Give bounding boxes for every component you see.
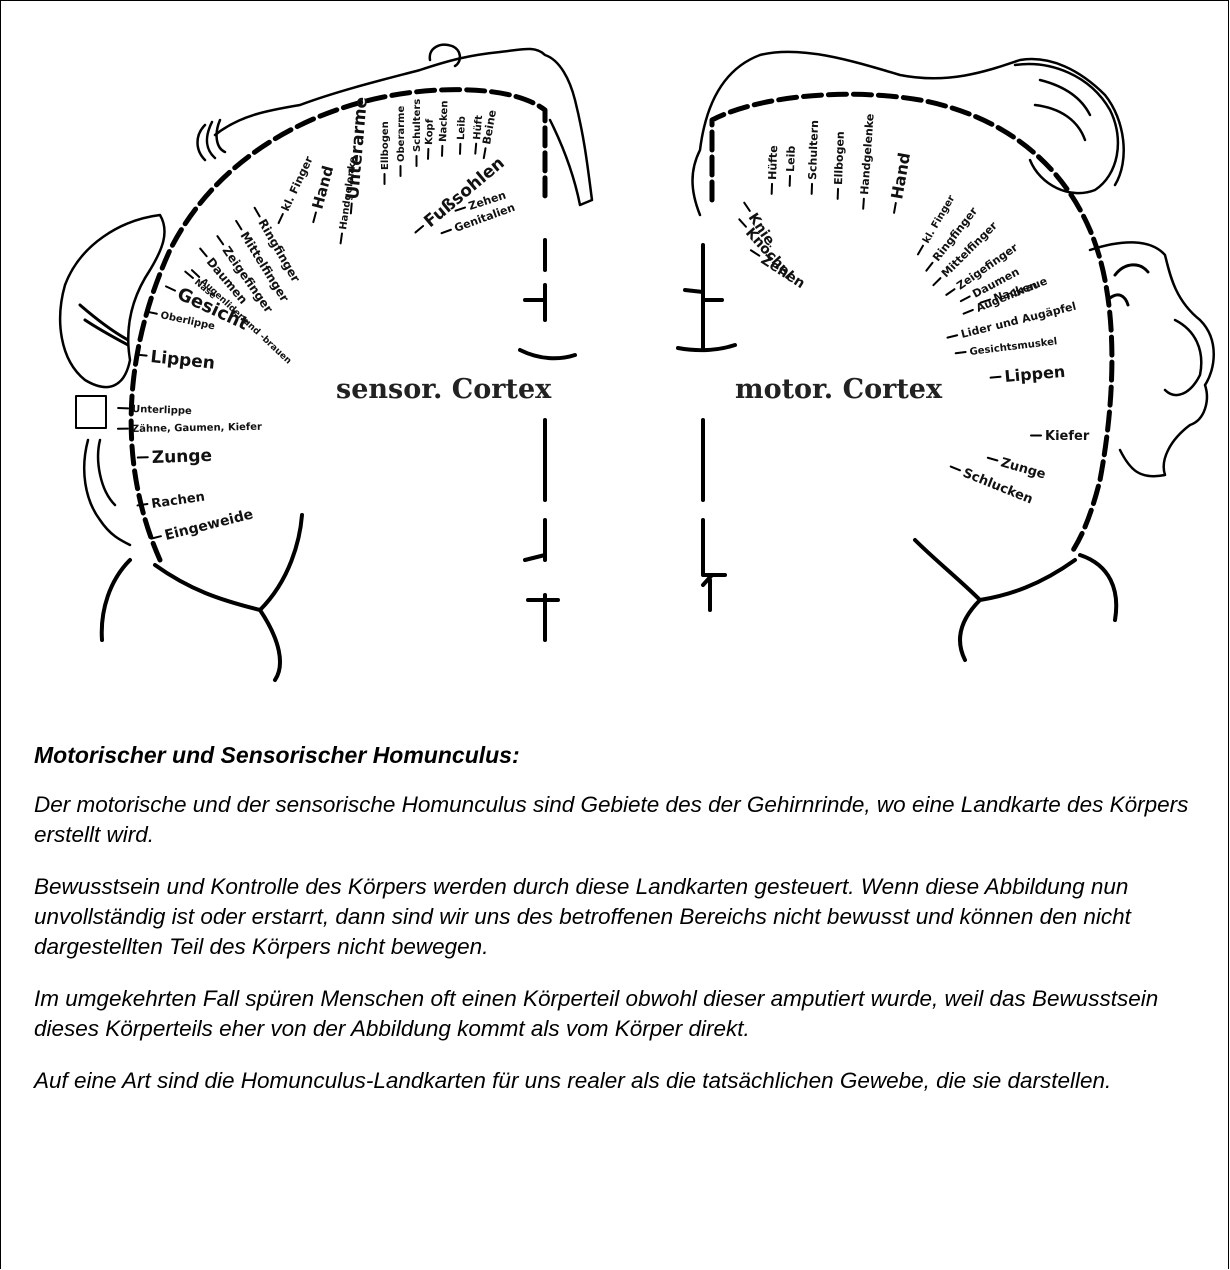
sensory-label-tick <box>475 144 476 154</box>
article-paragraph: Im umgekehrten Fall spüren Menschen oft … <box>34 984 1214 1044</box>
motor-label-tick <box>744 203 750 211</box>
motor-label-tick <box>863 199 864 209</box>
sensory-label-tick <box>415 226 423 232</box>
sensory-jaw-block <box>76 396 106 428</box>
article-heading: Motorischer und Sensorischer Homunculus: <box>34 740 1214 770</box>
sensory-hemisphere: sensor. Cortex <box>60 45 592 680</box>
sensory-label-tick <box>166 286 175 290</box>
motor-homunculus-body <box>693 52 1124 215</box>
motor-label-tick <box>991 377 1001 378</box>
motor-label-tick <box>933 278 940 285</box>
motor-cortex-title: motor. Cortex <box>735 374 943 405</box>
motor-label: Hand <box>887 151 914 201</box>
motor-hemisphere: motor. Cortex <box>678 52 1214 660</box>
sensory-label: Kopf <box>424 118 436 145</box>
motor-brainstem <box>915 540 1116 660</box>
motor-label-tick <box>946 289 954 295</box>
motor-homunculus-eye <box>1110 265 1148 305</box>
sensory-label: Eingeweide <box>163 506 255 543</box>
motor-label: Handgelenke <box>858 113 877 195</box>
motor-label-tick <box>951 467 960 471</box>
article-paragraph: Der motorische und der sensorische Homun… <box>34 790 1214 850</box>
sensory-label: Hüft <box>472 115 485 141</box>
motor-label-tick <box>947 335 957 337</box>
sensory-label-tick <box>200 249 206 257</box>
motor-label: Zunge <box>999 455 1048 482</box>
motor-label-tick <box>964 310 973 314</box>
article-paragraph: Auf eine Art sind die Homunculus-Landkar… <box>34 1066 1214 1096</box>
motor-label: Kiefer <box>1045 429 1090 444</box>
motor-label: Schultern <box>806 120 821 180</box>
homunculus-figure: sensor. Cortex motor. Cortex GenitalienZ… <box>0 0 1230 700</box>
sensory-label: Lippen <box>149 347 215 374</box>
motor-label-tick <box>926 263 932 271</box>
motor-label: Lippen <box>1004 362 1066 386</box>
motor-homunculus-mouth <box>1165 320 1201 395</box>
motor-label-tick <box>739 219 746 226</box>
sensory-label-tick <box>236 221 241 229</box>
motor-label-tick <box>961 296 970 301</box>
sensory-label: Rachen <box>150 490 205 512</box>
sensory-label-tick <box>442 230 451 233</box>
sensory-label-tick <box>484 148 486 158</box>
motor-label-tick <box>918 246 923 255</box>
sensory-label: Hand <box>308 164 337 211</box>
sensory-label-tick <box>217 236 223 244</box>
sensory-label: Zähne, Gaumen, Kiefer <box>132 422 262 435</box>
sensory-label: Oberarme <box>396 106 407 162</box>
sensory-label-tick <box>255 208 260 217</box>
article-paragraph: Bewusstsein und Kontrolle des Körpers we… <box>34 872 1214 962</box>
motor-label: Hüfte <box>766 145 780 180</box>
sensory-label: Unterlippe <box>132 404 192 417</box>
sensory-label-tick <box>192 270 199 277</box>
sensory-label: Leib <box>456 116 468 140</box>
motor-midline <box>678 245 735 610</box>
motor-label-tick <box>894 203 896 213</box>
sensory-homunculus-lips <box>80 305 128 345</box>
motor-label: Leib <box>784 145 798 172</box>
article: Motorischer und Sensorischer Homunculus:… <box>34 740 1214 1118</box>
sensory-label-tick <box>341 233 342 243</box>
sensory-label: Zunge <box>151 446 212 468</box>
sensory-label-tick <box>137 355 147 356</box>
sensory-label-tick <box>279 214 283 223</box>
motor-label-tick <box>988 458 998 461</box>
motor-label: Ellbogen <box>832 131 847 185</box>
sensory-cortex-title: sensor. Cortex <box>336 374 552 405</box>
sensory-label-tick <box>185 272 193 278</box>
sensory-brainstem <box>102 515 302 680</box>
sensory-label: Ellbogen <box>380 121 391 170</box>
sensory-label-tick <box>313 213 316 223</box>
motor-label: Gesichtsmuskel <box>969 336 1058 358</box>
motor-homunculus-hand <box>1015 64 1118 193</box>
sensory-label-layer: GenitalienZehenFußsohlenBeineHüftLeibNac… <box>118 96 517 544</box>
sensory-homunculus-hand <box>198 120 226 160</box>
sensory-label: Nacken <box>438 100 450 142</box>
sensory-midline <box>520 240 575 640</box>
sensory-homunculus-tongue <box>84 440 130 545</box>
sensory-label-tick <box>138 504 148 505</box>
sensory-label: Schulters <box>412 99 423 152</box>
motor-label-tick <box>956 352 966 353</box>
